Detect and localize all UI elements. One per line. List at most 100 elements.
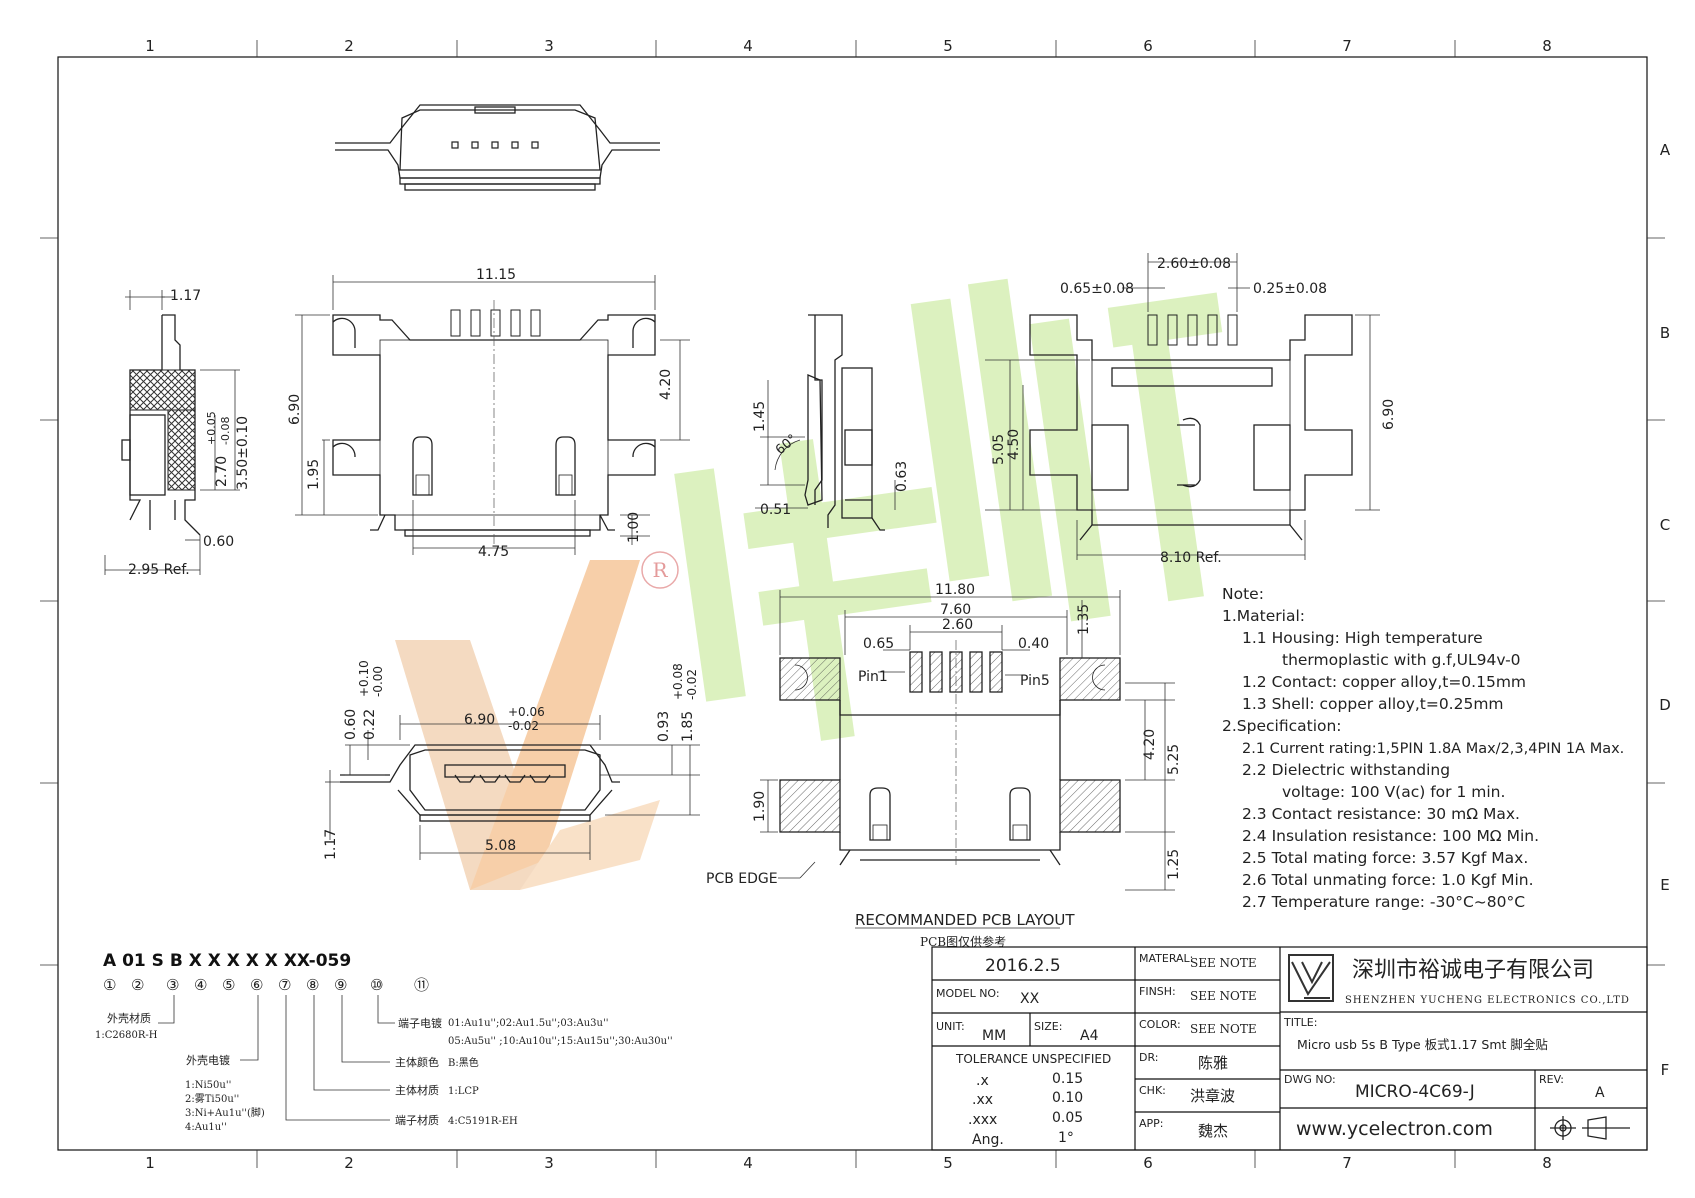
term-material-label: 端子材质 (395, 1113, 439, 1127)
body-material-val: 1:LCP (448, 1086, 479, 1097)
company-logo (1288, 954, 1334, 1002)
pcb-layout-subtitle: PCB图仅供参考 (920, 934, 1006, 949)
size-label: SIZE: (1034, 1020, 1062, 1033)
pin5-label: Pin5 (1020, 673, 1050, 689)
projection-symbol-icon (1550, 1116, 1630, 1140)
code-circle: ⑤ (222, 976, 235, 994)
dim-label: 0.40 (1018, 636, 1049, 652)
dim-label: 2.95 Ref. (128, 562, 190, 578)
finish-label: FINSH: (1139, 985, 1176, 998)
note-line: voltage: 100 V(ac) for 1 min. (1282, 783, 1505, 801)
dim-label: +0.06 (508, 705, 545, 719)
row-label: F (1661, 1061, 1670, 1079)
code-circle: ⑦ (278, 976, 291, 994)
row-label: C (1660, 516, 1670, 534)
dim-label: 6.90 (1381, 399, 1397, 430)
dim-label: 1.00 (626, 512, 642, 543)
pcb-layout-title: RECOMMANDED PCB LAYOUT (855, 911, 1075, 929)
dim-label: -0.02 (508, 719, 539, 733)
dim-label: 0.22 (362, 709, 378, 740)
code-circle: ⑩ (370, 976, 383, 994)
note-line: 2.Specification: (1222, 717, 1342, 735)
app-label: APP: (1139, 1117, 1164, 1130)
note-line: 1.Material: (1222, 607, 1305, 625)
col-label: 3 (544, 37, 554, 55)
tol-key: .xxx (968, 1112, 997, 1128)
part-code: A 01 S B X X X X X XX-059 (103, 951, 351, 971)
code-circle: ⑪ (414, 976, 429, 994)
col-label: 5 (943, 37, 953, 55)
color-label: COLOR: (1139, 1018, 1181, 1031)
col-label: 2 (344, 37, 354, 55)
shell-plating-label: 外壳电镀 (186, 1053, 230, 1067)
note-line: 2.4 Insulation resistance: 100 MΩ Min. (1242, 827, 1539, 845)
dim-label: 4.50 (1006, 429, 1022, 460)
material-label: MATERAL: (1139, 952, 1193, 965)
note-line: thermoplastic with g.f,UL94v-0 (1282, 651, 1521, 669)
shell-plating-opt: 3:Ni+Au1u''(脚) (185, 1106, 265, 1119)
shell-plating-opt: 4:Au1u'' (185, 1122, 227, 1133)
term-plating-opts: 01:Au1u'';02:Au1.5u'';03:Au3u'' (448, 1018, 608, 1029)
drawing-number: MICRO-4C69-J (1355, 1082, 1475, 1102)
dim-label: +0.10 (357, 660, 371, 697)
tol-val: 0.10 (1052, 1090, 1083, 1106)
dim-label: 0.51 (760, 502, 791, 518)
note-line: 1.1 Housing: High temperature (1242, 629, 1483, 647)
approved-by: 魏杰 (1198, 1122, 1228, 1140)
code-circle: ④ (194, 976, 207, 994)
company-name-cn: 深圳市裕诚电子有限公司 (1352, 958, 1594, 983)
top-view: 11.15 6.90 1.95 4.20 4.75 1.00 (287, 267, 690, 560)
dim-label: 11.15 (476, 267, 516, 283)
dim-label: 4.75 (478, 544, 509, 560)
dim-label: 8.10 Ref. (1160, 550, 1222, 566)
unit-label: UNIT: (936, 1020, 965, 1033)
side-section-view: 1.17 2.70 +0.05 -0.08 3.50±0.10 0.60 2.9… (104, 288, 251, 578)
pcb-edge-label: PCB EDGE (706, 871, 778, 887)
dim-label: 0.93 (656, 711, 672, 742)
dim-label: +0.08 (671, 663, 685, 700)
shell-material-label: 外壳材质 (107, 1011, 151, 1025)
dim-label: 1.95 (306, 459, 322, 490)
dim-label: 0.60 (203, 534, 234, 550)
finish: SEE NOTE (1190, 989, 1257, 1003)
col-label: 1 (145, 37, 155, 55)
unit: MM (982, 1028, 1006, 1044)
dim-label: 1.85 (680, 711, 696, 742)
dim-label: 1.17 (323, 829, 339, 860)
size: A4 (1080, 1028, 1099, 1044)
term-material-val: 4:C5191R-EH (448, 1116, 518, 1127)
code-circle: ⑧ (306, 976, 319, 994)
code-circle: ⑨ (334, 976, 347, 994)
dim-label: 1.45 (752, 401, 768, 432)
dim-label: 6.90 (464, 712, 495, 728)
date: 2016.2.5 (985, 956, 1061, 976)
col-label: 7 (1342, 1154, 1352, 1172)
front-view-lower: 6.90 +0.06 -0.02 0.60 0.22 +0.10 -0.00 0… (323, 660, 700, 860)
term-plating-opts: 05:Au5u'' ;10:Au10u'';15:Au15u'';30:Au30… (448, 1036, 673, 1047)
col-label: 6 (1143, 1154, 1153, 1172)
dim-label: 2.60±0.08 (1157, 256, 1231, 272)
dim-label: 2.70 (214, 456, 230, 487)
notes-block: Note: 1.Material: 1.1 Housing: High temp… (1222, 585, 1624, 911)
drawn-by: 陈雅 (1198, 1054, 1228, 1072)
shell-plating-opt: 2:雾Ti50u'' (185, 1093, 239, 1105)
tol-key: .x (976, 1073, 989, 1089)
dim-label: 1.17 (170, 288, 201, 304)
dim-label: 4.20 (658, 369, 674, 400)
row-label: A (1660, 141, 1671, 159)
color: SEE NOTE (1190, 1022, 1257, 1036)
col-label: 3 (544, 1154, 554, 1172)
term-plating-label: 端子电镀 (398, 1016, 442, 1030)
dim-label: +0.05 (205, 411, 218, 445)
drawing-title: Micro usb 5s B Type 板式1.17 Smt 脚全贴 (1297, 1037, 1548, 1052)
dwg-label: DWG NO: (1284, 1073, 1336, 1086)
dim-label: 5.25 (1166, 744, 1182, 775)
chk-label: CHK: (1139, 1084, 1166, 1097)
col-label: 8 (1542, 1154, 1552, 1172)
part-code-legend: A 01 S B X X X X X XX-059 ① ② ③ ④ ⑤ ⑥ ⑦ … (95, 951, 673, 1133)
website: www.ycelectron.com (1296, 1118, 1493, 1140)
dim-label: -0.00 (371, 666, 385, 697)
pcb-layout: 11.80 7.60 2.60 0.65 0.40 1.35 Pin1 Pin5… (706, 582, 1182, 949)
dim-label: 1.25 (1166, 849, 1182, 880)
